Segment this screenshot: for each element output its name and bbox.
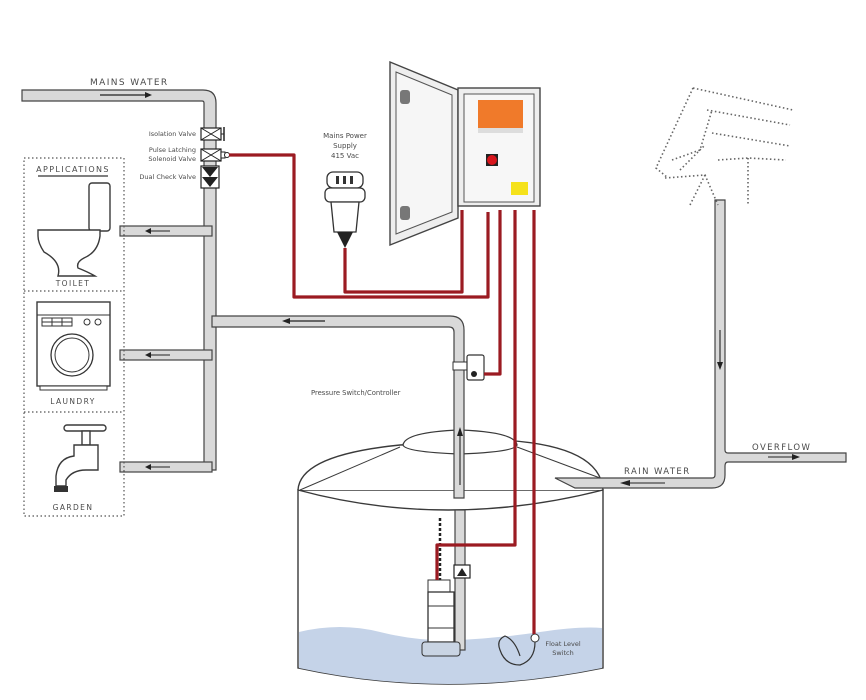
control-panel bbox=[389, 60, 541, 247]
garden-label: GARDEN bbox=[53, 503, 94, 512]
mains-power-label-line3: 415 Vac bbox=[331, 152, 359, 160]
solenoid-valve-label-line2: Solenoid Valve bbox=[148, 155, 196, 163]
electrical-wiring bbox=[229, 153, 536, 634]
down-arrow-icon bbox=[717, 362, 723, 370]
mains-water-label: MAINS WATER bbox=[90, 78, 169, 88]
warning-label bbox=[511, 182, 528, 195]
roof-gutter-outline bbox=[655, 87, 794, 206]
solenoid-valve-label-line1: Pulse Latching bbox=[149, 146, 196, 154]
application-branch-pipes bbox=[119, 225, 213, 473]
up-arrow-icon bbox=[457, 427, 463, 436]
dual-check-valve-label: Dual Check Valve bbox=[139, 173, 196, 181]
float-switch-label-line2: Switch bbox=[552, 649, 574, 657]
solenoid-valve bbox=[200, 148, 230, 162]
applications-panel bbox=[23, 157, 125, 517]
pressure-switch-label: Pressure Switch/Controller bbox=[311, 389, 401, 397]
applications-heading: APPLICATIONS bbox=[36, 165, 110, 174]
isolation-valve bbox=[200, 127, 225, 141]
power-plug-icon bbox=[324, 171, 366, 248]
submersible-pump bbox=[421, 518, 461, 657]
controller-label bbox=[478, 100, 523, 133]
garden-tap-icon bbox=[54, 424, 107, 492]
pressure-switch bbox=[452, 354, 485, 381]
isolation-valve-label: Isolation Valve bbox=[149, 130, 196, 138]
rain-water-label: RAIN WATER bbox=[624, 467, 691, 477]
rainwater-pipe bbox=[554, 199, 847, 489]
pump-supply-pipe bbox=[211, 315, 471, 651]
mains-power-label-line2: Supply bbox=[333, 142, 357, 150]
toilet-icon bbox=[37, 182, 111, 277]
float-switch-label-line1: Float Level bbox=[545, 640, 580, 648]
mains-power-label-line1: Mains Power bbox=[323, 132, 367, 140]
laundry-label: LAUNDRY bbox=[50, 397, 95, 406]
flow-arrow-icon bbox=[145, 92, 152, 98]
washing-machine-icon bbox=[36, 301, 111, 391]
dual-check-valve bbox=[200, 165, 220, 189]
overflow-label: OVERFLOW bbox=[752, 443, 811, 453]
toilet-label: TOILET bbox=[55, 279, 91, 288]
